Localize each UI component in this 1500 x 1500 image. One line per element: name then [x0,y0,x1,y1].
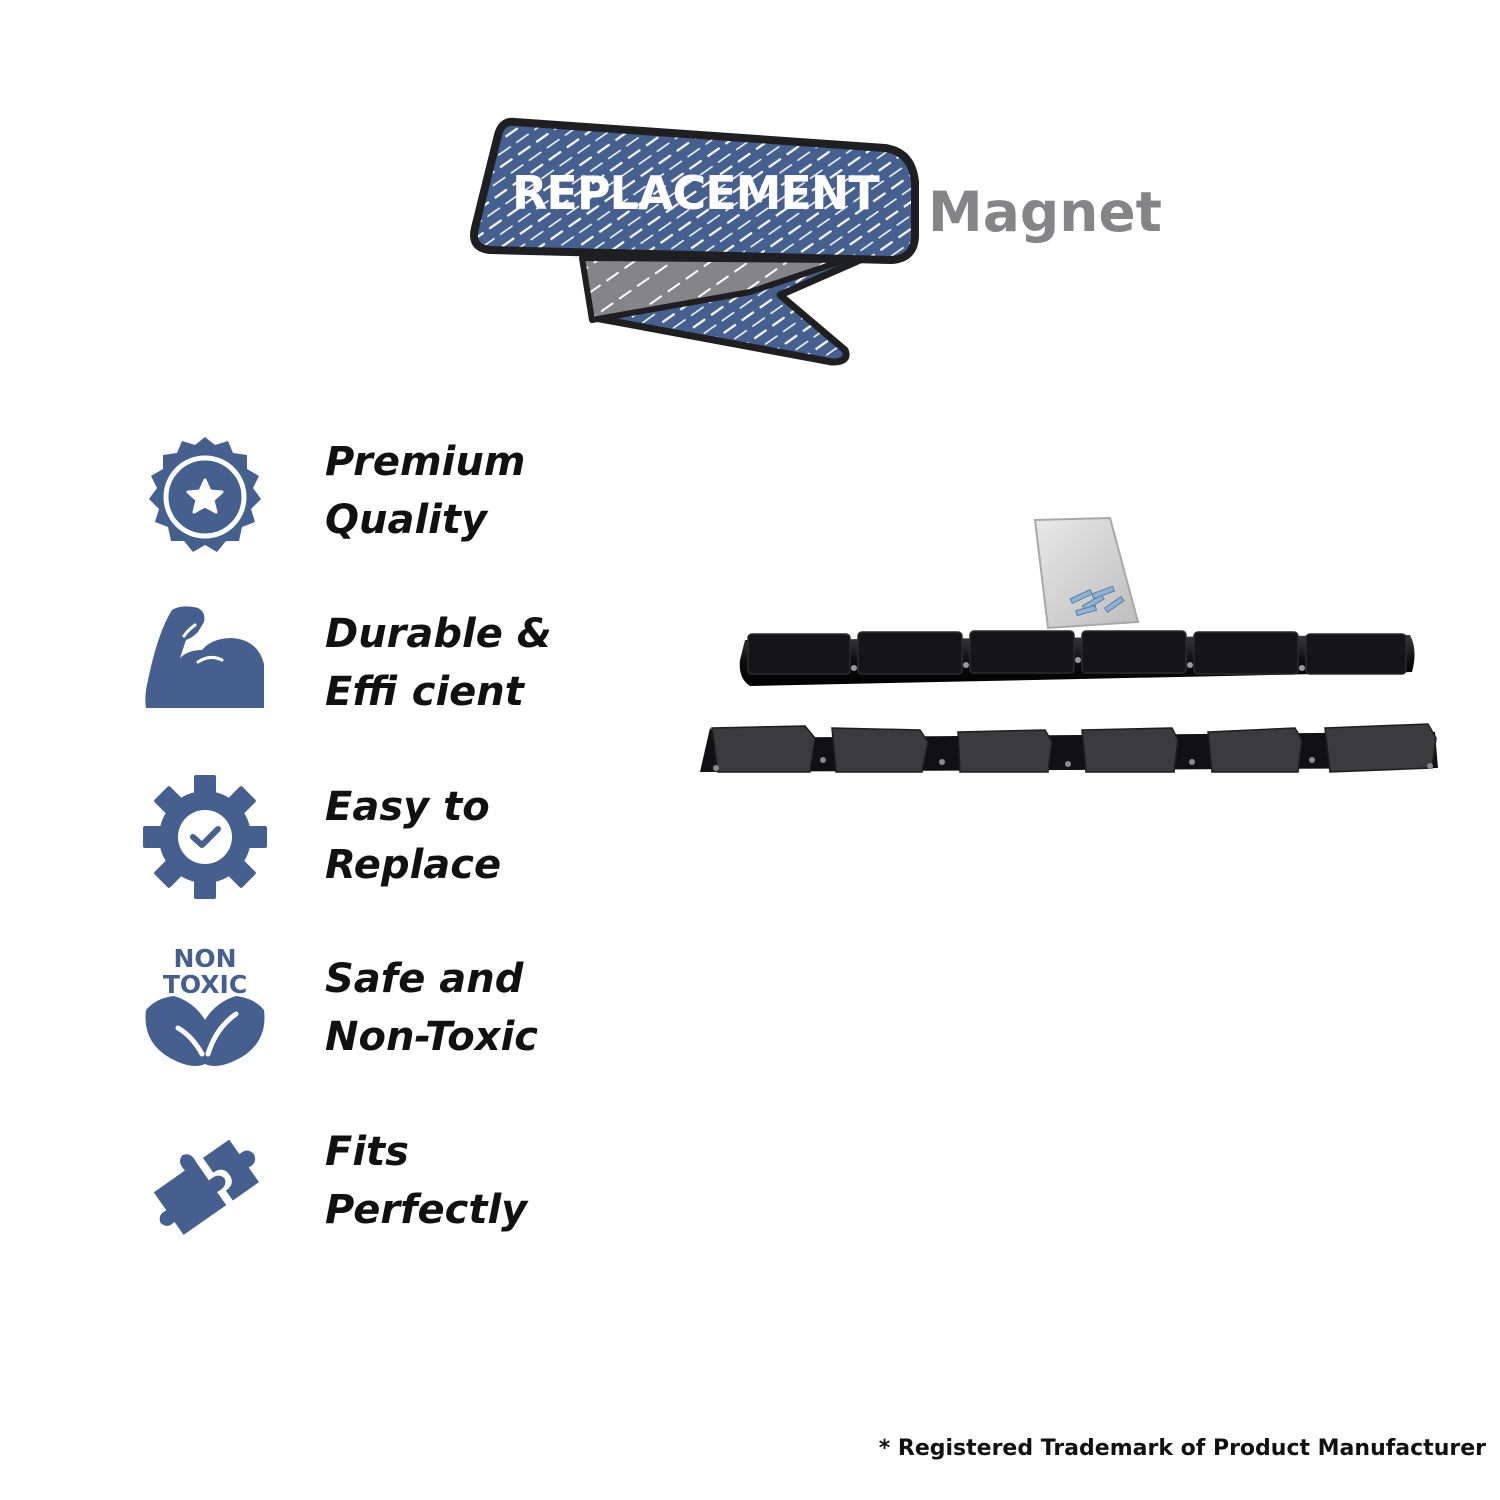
non-toxic-leaf-icon: NON TOXIC [140,942,270,1072]
star-badge-icon [140,432,270,562]
banner-label: REPLACEMENT [512,166,880,220]
feature-fits-perfectly: Fits Perfectly [325,1123,527,1239]
feature-line: Safe and [325,956,524,1002]
feature-line: Non-Toxic [325,1014,538,1060]
feature-line: Replace [325,842,502,888]
feature-line: Durable & [325,611,552,657]
page-subtitle: Magnet [928,180,1162,244]
gear-check-icon [140,772,270,902]
feature-safe-non-toxic: Safe and Non-Toxic [325,950,538,1066]
ribbon-graphic [470,117,919,366]
feature-durable-efficient: Durable & Effi cient [325,605,552,721]
screws [1069,585,1125,617]
feature-line: Easy to [325,784,490,830]
magnet-bar-bottom [700,723,1438,773]
puzzle-pieces-icon [140,1122,270,1252]
feature-line: Effi cient [325,669,524,715]
feature-line: Premium [325,439,526,485]
replacement-banner: REPLACEMENT [460,110,930,380]
feature-line: Quality [325,497,488,543]
icon-text-non: NON [173,944,236,973]
product-image [690,510,1450,800]
feature-line: Fits [325,1129,409,1175]
feature-premium-quality: Premium Quality [325,433,526,549]
feature-line: Perfectly [325,1187,528,1233]
magnet-bar-top [739,630,1415,686]
icon-text-toxic: TOXIC [163,970,247,999]
trademark-footnote: * Registered Trademark of Product Manufa… [878,1436,1486,1461]
feature-easy-to-replace: Easy to Replace [325,778,501,894]
flexed-arm-icon [140,600,270,730]
